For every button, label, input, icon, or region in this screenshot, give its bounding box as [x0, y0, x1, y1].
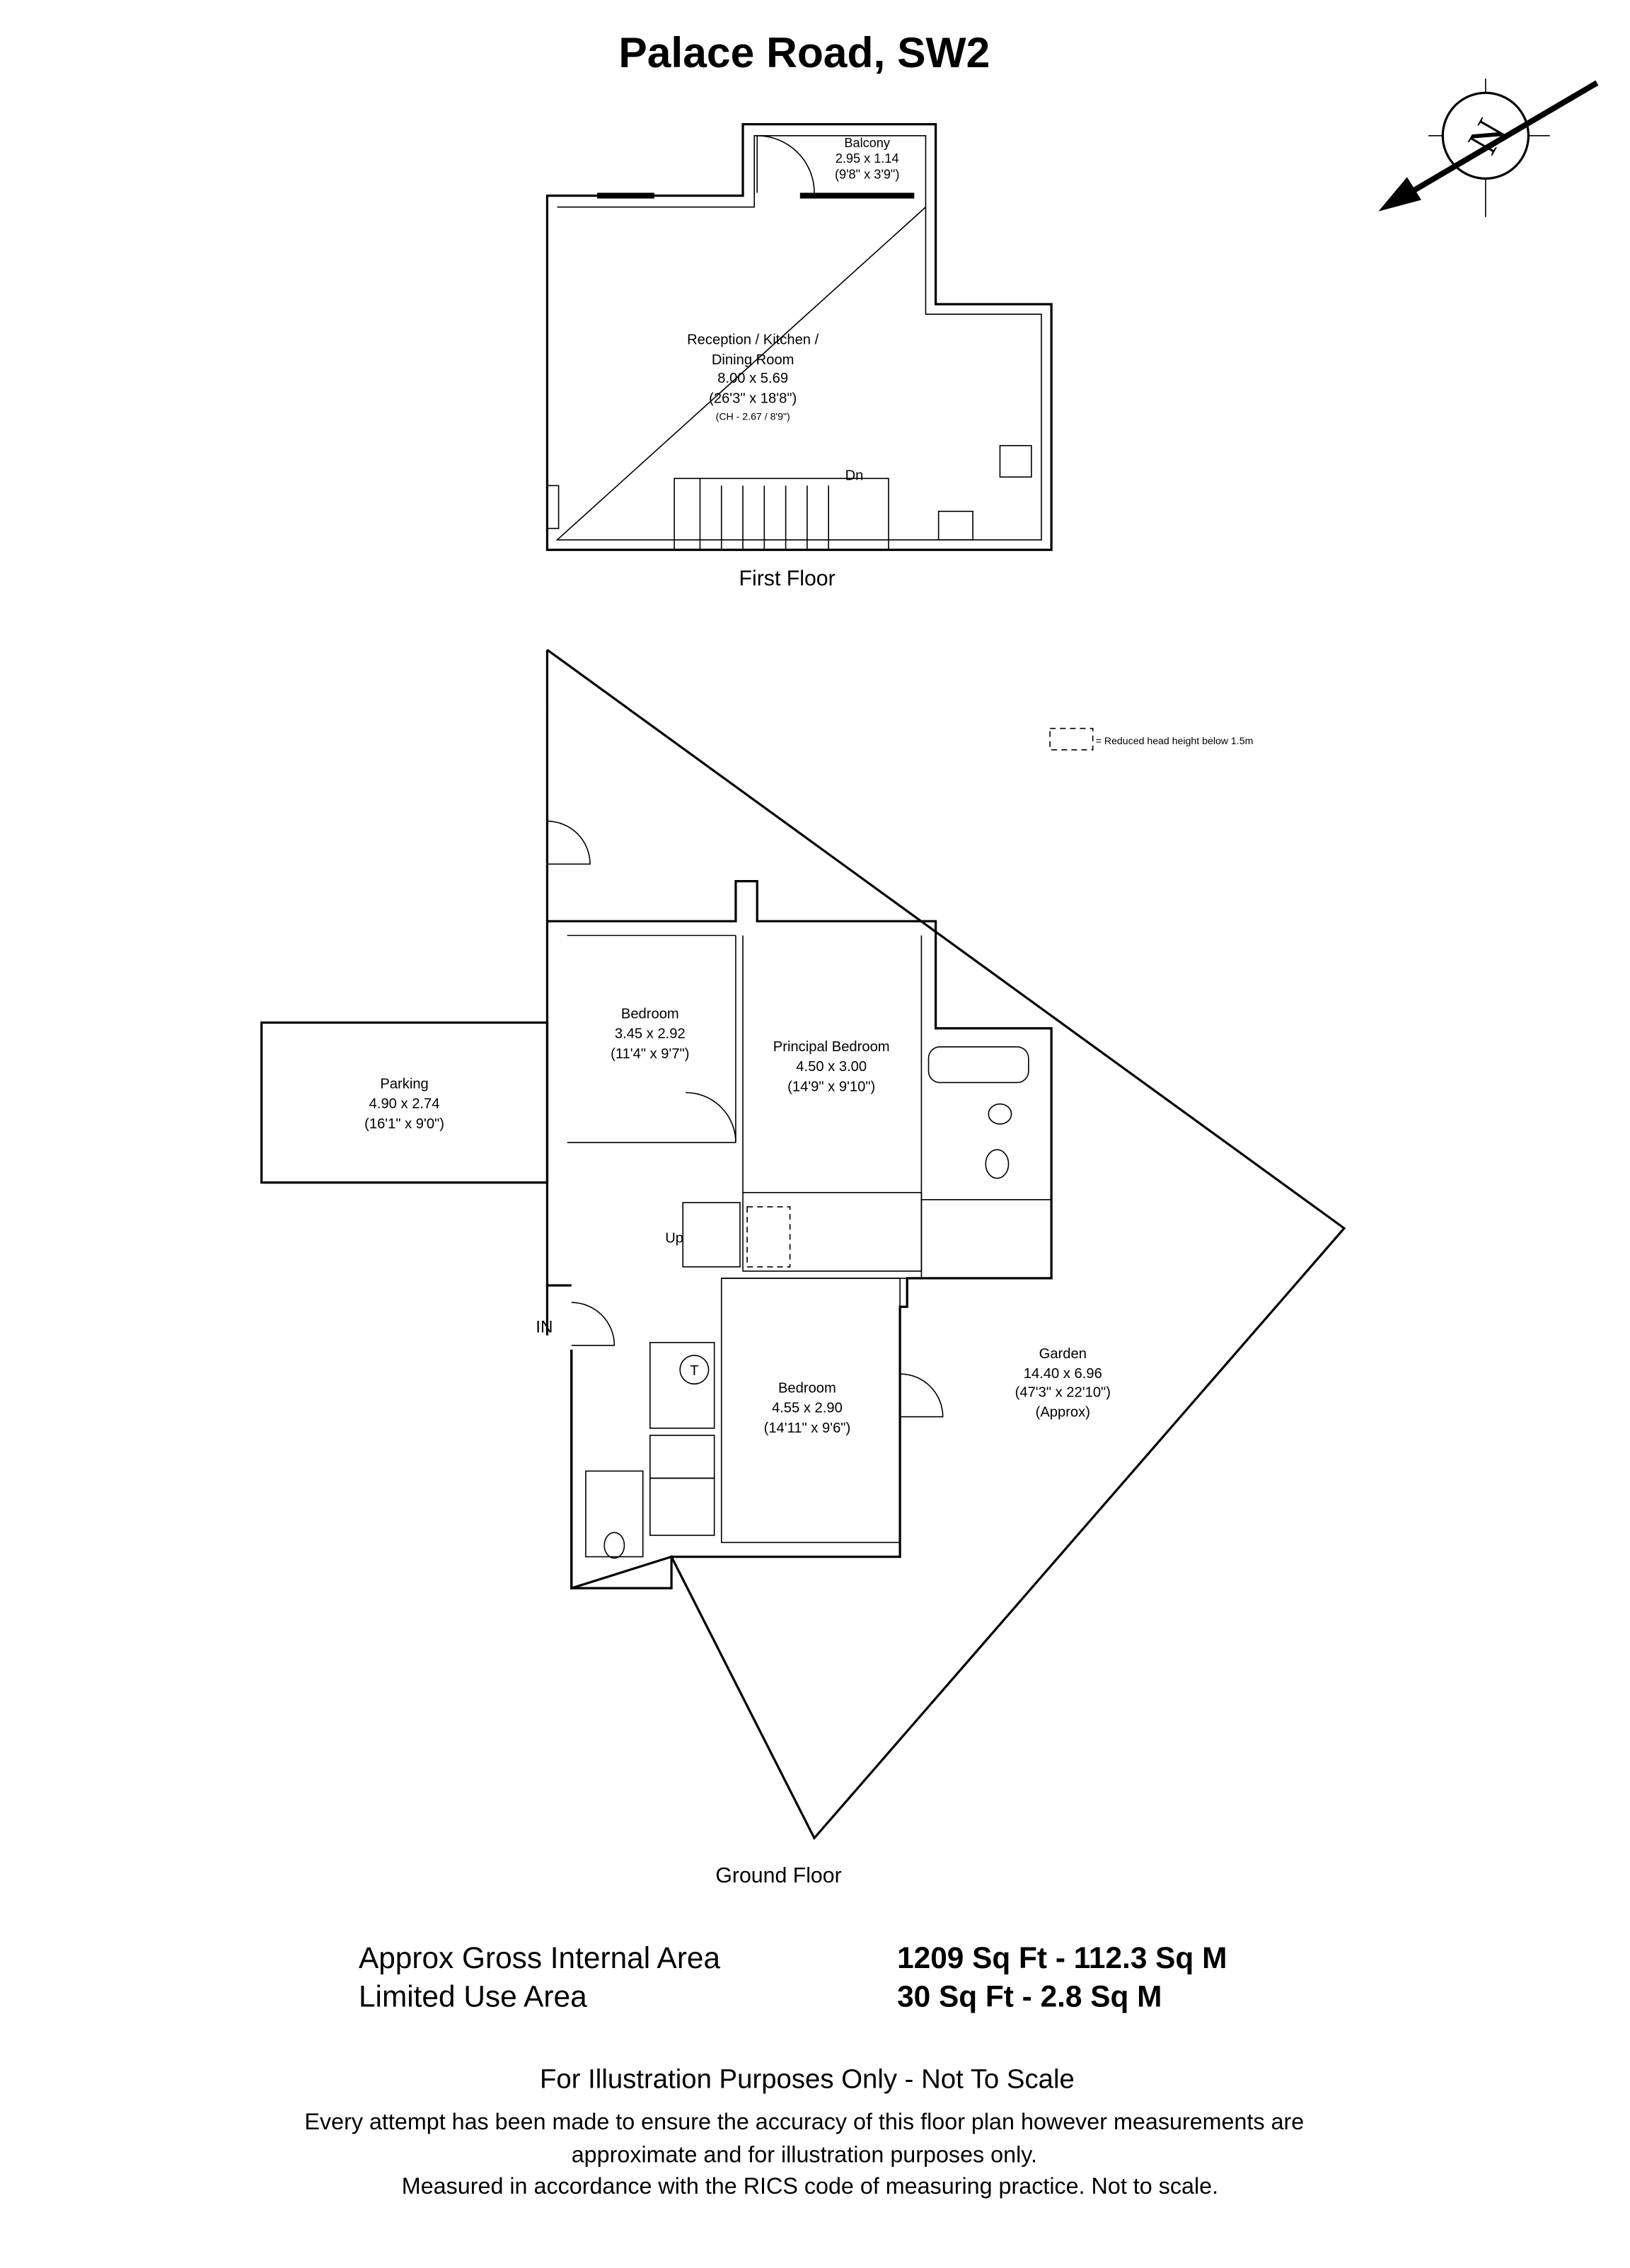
bedroom2-name: Bedroom: [778, 1380, 836, 1396]
tank-label: T: [690, 1363, 698, 1379]
parking-name: Parking: [380, 1076, 428, 1092]
limited-area-label: Limited Use Area: [359, 1980, 587, 2013]
disclaimer-line-1: Every attempt has been made to ensure th…: [304, 2109, 1304, 2134]
stairs-down-label: Dn: [845, 468, 864, 483]
principal-imperial: (14'9" x 9'10"): [787, 1079, 875, 1094]
garden-metric: 14.40 x 6.96: [1024, 1366, 1102, 1382]
legend-text: = Reduced head height below 1.5m: [1096, 735, 1254, 746]
disclaimer-line-2: approximate and for illustration purpose…: [572, 2142, 1037, 2168]
stairs-up-label: Up: [665, 1230, 683, 1246]
bedroom1-imperial: (11'4" x 9'7"): [611, 1046, 689, 1062]
page-title: Palace Road, SW2: [618, 28, 990, 76]
compass-north-label: N: [1459, 111, 1515, 161]
balcony-name: Balcony: [844, 136, 891, 150]
principal-name: Principal Bedroom: [773, 1039, 890, 1055]
disclaimer-heading: For Illustration Purposes Only - Not To …: [540, 2064, 1075, 2095]
ground-floor-plan: T = Reduced head height below 1.5m Bedro…: [260, 649, 1346, 1887]
garden-imperial: (47'3" x 22'10"): [1015, 1384, 1111, 1400]
reception-name-1: Reception / Kitchen /: [687, 332, 819, 348]
entrance-label: IN: [536, 1318, 553, 1337]
compass-icon: N: [1378, 79, 1599, 217]
bedroom1-metric: 3.45 x 2.92: [615, 1026, 686, 1042]
reception-metric: 8.00 x 5.69: [717, 371, 788, 386]
bedroom1-name: Bedroom: [621, 1006, 679, 1022]
garden-name: Garden: [1039, 1346, 1087, 1362]
first-floor-plan: Balcony 2.95 x 1.14 (9'8" x 3'9") Recept…: [545, 123, 1053, 591]
reception-name-2: Dining Room: [712, 352, 794, 368]
gross-area-label: Approx Gross Internal Area: [359, 1941, 721, 1974]
principal-metric: 4.50 x 3.00: [796, 1059, 867, 1075]
ground-floor-label: Ground Floor: [715, 1864, 841, 1887]
bedroom2-metric: 4.55 x 2.90: [772, 1401, 843, 1416]
disclaimer-line-3: Measured in accordance with the RICS cod…: [402, 2173, 1218, 2199]
reception-ceiling: (CH - 2.67 / 8'9"): [716, 411, 790, 422]
balcony-imperial: (9'8" x 3'9"): [835, 167, 899, 181]
parking-imperial: (16'1" x 9'0"): [364, 1116, 444, 1132]
parking-metric: 4.90 x 2.74: [369, 1097, 440, 1112]
bedroom2-imperial: (14'11" x 9'6"): [764, 1421, 851, 1436]
balcony-metric: 2.95 x 1.14: [836, 151, 899, 166]
gross-area-value: 1209 Sq Ft - 112.3 Sq M: [897, 1941, 1227, 1974]
reception-imperial: (26'3" x 18'8"): [709, 390, 797, 406]
limited-area-value: 30 Sq Ft - 2.8 Sq M: [897, 1980, 1162, 2013]
garden-note: (Approx): [1036, 1405, 1090, 1421]
first-floor-label: First Floor: [739, 567, 836, 591]
